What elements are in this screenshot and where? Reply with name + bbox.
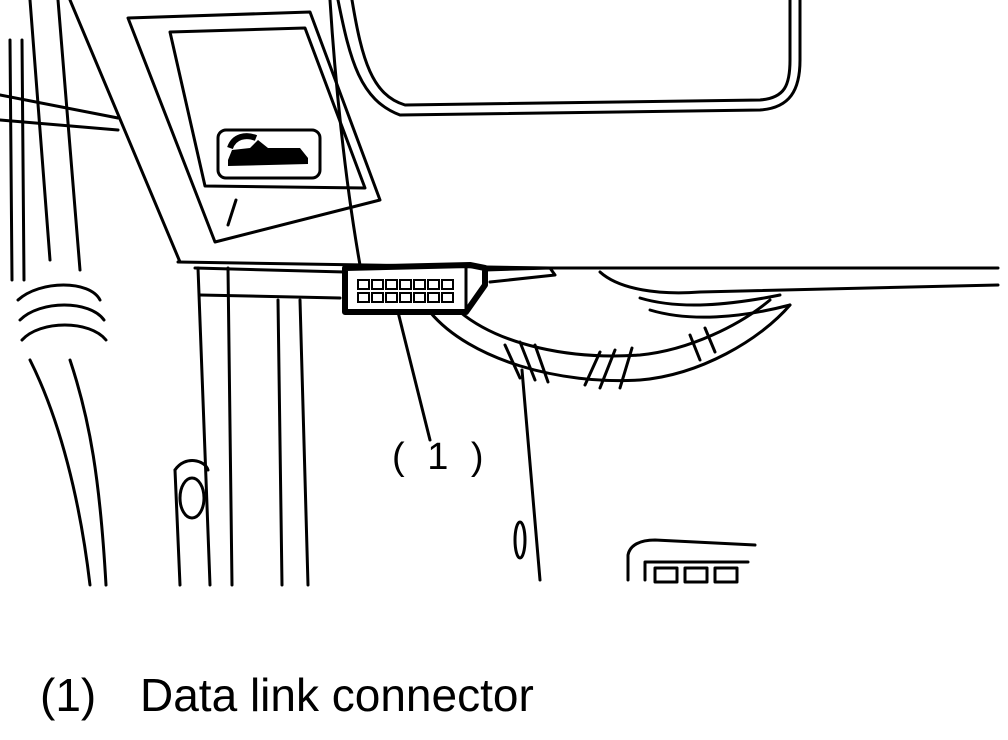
legend-text: Data link connector: [140, 669, 534, 721]
dash-lower-edge: [176, 260, 1000, 270]
callout-label: ( 1 ): [392, 436, 490, 478]
callout-leader: [396, 310, 432, 442]
left-harness: [0, 0, 120, 587]
legend-number: (1): [40, 669, 97, 721]
connector-pins: [357, 279, 454, 303]
car-hood-open-icon: [227, 133, 308, 166]
dashboard-diagram: [0, 0, 1000, 587]
data-link-connector: [342, 262, 488, 315]
wiring-harness: [428, 293, 792, 390]
upper-panel: [336, 0, 802, 117]
legend-item: (1) Data link connector: [40, 668, 534, 722]
air-vent: [626, 538, 757, 584]
hood-release-lever: [126, 10, 382, 244]
